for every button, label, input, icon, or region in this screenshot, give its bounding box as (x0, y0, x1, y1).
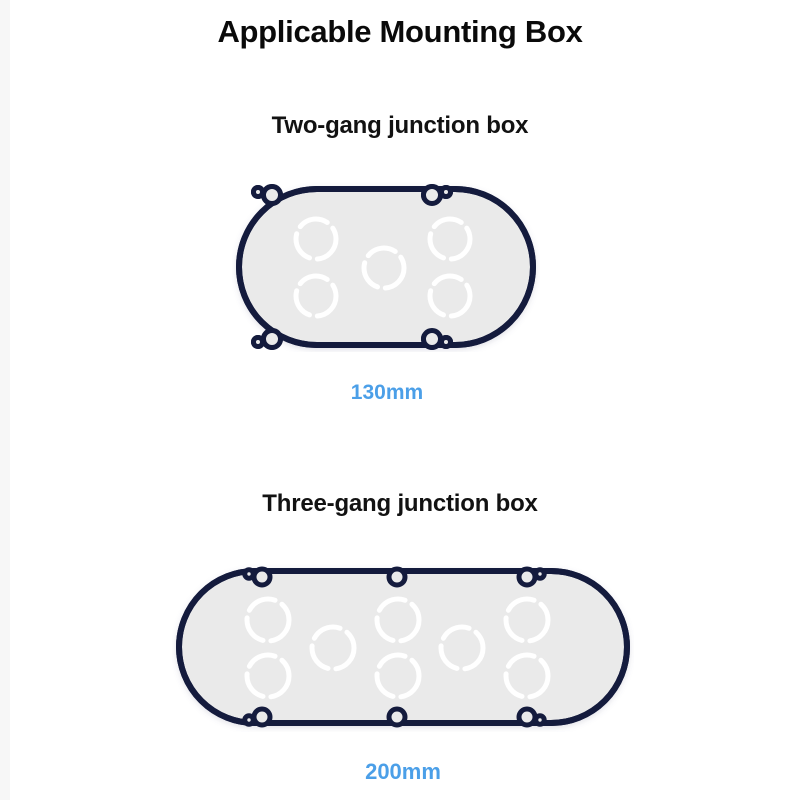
knockout-circle (438, 624, 486, 672)
screw-hole-top-center (386, 566, 408, 588)
box-inner-fill (186, 581, 620, 713)
three-gang-dimension-label: 200mm (356, 759, 450, 785)
two-gang-heading: Two-gang junction box (271, 112, 529, 139)
two-gang-box-diagram (232, 182, 540, 352)
screw-holes-overlay (251, 184, 453, 350)
page-title: Applicable Mounting Box (217, 14, 583, 49)
screw-holes-overlay (242, 566, 547, 728)
knockout-circle (361, 245, 407, 291)
knockout-circle (244, 596, 292, 644)
knockout-circles (244, 596, 551, 700)
screw-hole-top-left (242, 566, 273, 588)
three-gang-dimension: 200mm (172, 754, 634, 790)
two-gang-box-svg (236, 184, 536, 350)
knockout-circle (427, 216, 473, 262)
three-gang-box-diagram (172, 562, 634, 732)
box-outline (236, 186, 536, 348)
knockout-circle (374, 596, 422, 644)
three-gang-heading: Three-gang junction box (262, 490, 538, 517)
screw-hole-bottom-left (242, 706, 273, 728)
two-gang-dimension: 130mm (232, 376, 542, 410)
screw-hole-bottom-center (386, 706, 408, 728)
knockout-circle (503, 652, 551, 700)
page-left-edge-strip (0, 0, 10, 800)
knockout-circle (503, 596, 551, 644)
knockout-circle (309, 624, 357, 672)
knockout-circles (293, 216, 473, 319)
two-gang-dimension-label: 130mm (341, 381, 433, 405)
knockout-circle (427, 273, 473, 319)
two-gang-dimension-label-wrap: 130mm (232, 381, 542, 405)
box-inner-fill (244, 200, 528, 334)
three-gang-dimension-label-wrap: 200mm (172, 759, 634, 785)
three-gang-box-svg (176, 566, 630, 728)
screw-hole-top-right (516, 566, 547, 588)
screw-hole-bottom-right (516, 706, 547, 728)
knockout-circle (244, 652, 292, 700)
knockout-circle (293, 273, 339, 319)
knockout-circle (293, 216, 339, 262)
knockout-circle (374, 652, 422, 700)
